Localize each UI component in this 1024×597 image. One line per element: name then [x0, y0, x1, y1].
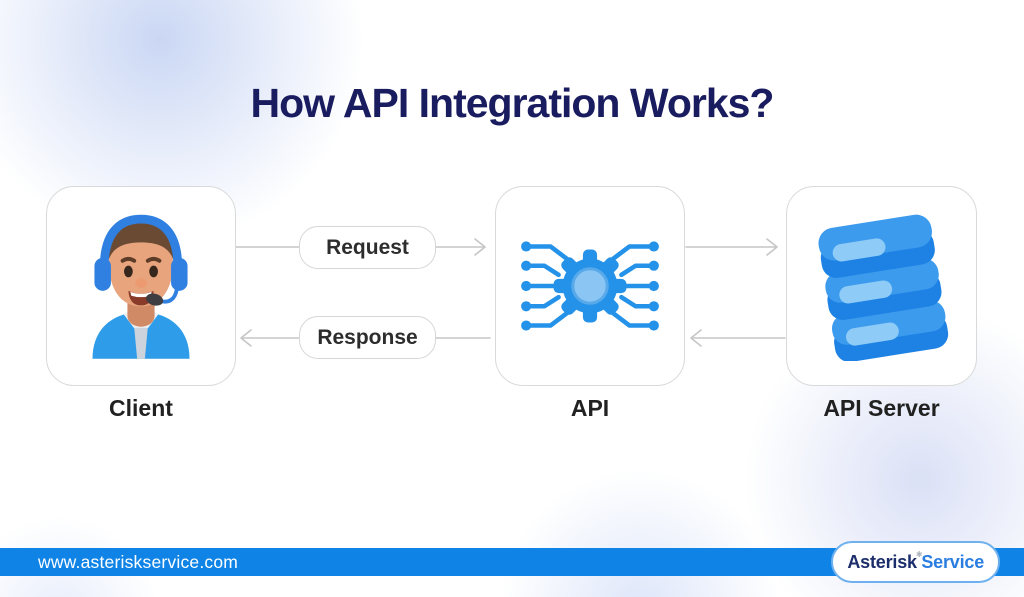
response-pill: Response — [299, 316, 436, 359]
response-arrowhead-left — [240, 329, 252, 347]
database-stack-icon — [817, 214, 948, 361]
server-slab-middle — [824, 258, 941, 320]
api-server-node-label: API Server — [823, 395, 940, 421]
client-node-card — [46, 186, 236, 386]
client-node-label: Client — [109, 395, 173, 421]
support-agent-icon — [92, 214, 190, 359]
footer-website-url: www.asteriskservice.com — [38, 552, 239, 572]
server-slab-top — [817, 214, 935, 278]
api-server-node-card — [786, 186, 977, 386]
brand-logo-part2: Service — [921, 551, 984, 572]
brand-logo: Asterisk✱Service — [831, 541, 1000, 583]
request-arrowhead-left — [474, 238, 486, 256]
api-circuit-gear-icon — [521, 241, 659, 331]
brand-logo-part1: Asterisk — [847, 551, 917, 572]
request-pill: Request — [299, 226, 436, 269]
api-node-card — [495, 186, 685, 386]
request-arrowhead-right — [766, 238, 778, 256]
api-node-label: API — [570, 395, 610, 421]
asterisk-mark-icon: ✱ — [915, 549, 923, 559]
response-arrowhead-right — [690, 329, 702, 347]
page-title: How API Integration Works? — [250, 80, 775, 126]
